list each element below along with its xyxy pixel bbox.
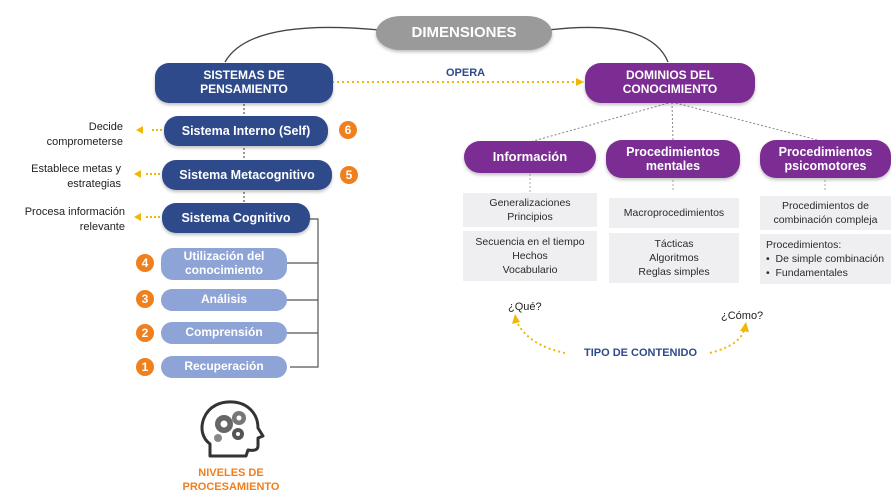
box-text: combinación compleja xyxy=(773,214,878,226)
box-text: Reglas simples xyxy=(638,266,710,279)
sistema-metacognitivo: Sistema Metacognitivo xyxy=(162,160,332,190)
domain-psicomotores-line2: psicomotores xyxy=(784,159,867,173)
sistema-interno: Sistema Interno (Self) xyxy=(164,116,328,146)
side-interno-line2: comprometerse xyxy=(46,135,123,148)
domain-procedimientos-mentales: Procedimientos mentales xyxy=(606,140,740,178)
side-text-interno: Decide comprometerse xyxy=(20,120,123,150)
dominios-header: DOMINIOS DEL CONOCIMIENTO xyxy=(585,63,755,103)
como-label: ¿Cómo? xyxy=(721,310,764,322)
side-cog-line1: Procesa información xyxy=(24,206,125,218)
list-item: • Fundamentales xyxy=(766,267,848,280)
informacion-box-2: Secuencia en el tiempo Hechos Vocabulari… xyxy=(463,231,597,281)
psicomotores-box-1: Procedimientos de combinación compleja xyxy=(760,196,891,230)
sistemas-header-line1: SISTEMAS DE xyxy=(203,68,285,83)
number-badge-1: 1 xyxy=(136,358,154,376)
box-text: Tácticas xyxy=(654,237,694,250)
box-text: Algoritmos xyxy=(649,251,699,264)
nivel-comprension-label: Comprensión xyxy=(185,325,263,340)
number-badge-6: 6 xyxy=(339,121,357,139)
nivel-analisis: Análisis xyxy=(161,289,287,311)
dominios-header-line2: CONOCIMIENTO xyxy=(622,82,718,96)
sistemas-header: SISTEMAS DE PENSAMIENTO xyxy=(155,63,333,103)
box-text: Hechos xyxy=(512,249,548,262)
box-text: Procedimientos: xyxy=(766,238,842,251)
dimensiones-label: DIMENSIONES xyxy=(411,24,517,42)
nivel-utilizacion: Utilización del conocimiento xyxy=(161,248,287,280)
nivel-recuperacion: Recuperación xyxy=(161,356,287,378)
domain-informacion: Información xyxy=(464,141,596,173)
domain-mentales-line2: mentales xyxy=(645,159,701,173)
box-text: Vocabulario xyxy=(502,264,558,277)
nivel-utilizacion-line1: Utilización del xyxy=(183,249,265,264)
side-cog-line2: relevante xyxy=(79,220,125,233)
curve-to-sistemas xyxy=(224,26,381,63)
niveles-procesamiento-label: NIVELES DE PROCESAMIENTO xyxy=(176,466,286,495)
mentales-box-1: Macroprocedimientos xyxy=(609,198,739,228)
domain-procedimientos-psicomotores: Procedimientos psicomotores xyxy=(760,140,891,178)
dominios-header-line1: DOMINIOS DEL xyxy=(625,68,714,83)
niveles-line1: NIVELES DE xyxy=(198,467,264,479)
number-badge-4: 4 xyxy=(136,254,154,272)
nivel-recuperacion-label: Recuperación xyxy=(184,359,264,374)
sistema-cognitivo-label: Sistema Cognitivo xyxy=(181,210,291,225)
sistema-interno-label: Sistema Interno (Self) xyxy=(181,123,311,138)
list-item-text: Fundamentales xyxy=(775,267,848,280)
nivel-utilizacion-line2: conocimiento xyxy=(184,263,263,277)
number-badge-2: 2 xyxy=(136,324,154,342)
side-meta-line1: Establece metas y xyxy=(31,163,121,175)
niveles-line2: PROCESAMIENTO xyxy=(182,481,280,494)
head-gears-icon xyxy=(200,400,265,458)
sistema-cognitivo: Sistema Cognitivo xyxy=(162,203,310,233)
box-text: Macroprocedimientos xyxy=(623,206,725,219)
domain-informacion-label: Información xyxy=(492,148,568,164)
dimensiones-node: DIMENSIONES xyxy=(376,16,552,50)
number-badge-3: 3 xyxy=(136,290,154,308)
box-text: Procedimientos de xyxy=(782,199,869,212)
sistemas-header-line2: PENSAMIENTO xyxy=(200,82,288,96)
domain-psicomotores-line1: Procedimientos xyxy=(778,144,873,159)
tipo-contenido-label: TIPO DE CONTENIDO xyxy=(583,347,698,359)
nivel-analisis-label: Análisis xyxy=(200,292,248,307)
list-item-text: De simple combinación xyxy=(775,252,885,265)
box-text: Secuencia en el tiempo xyxy=(475,235,585,248)
domain-mentales-line1: Procedimientos xyxy=(626,144,720,159)
mentales-box-2: Tácticas Algoritmos Reglas simples xyxy=(609,233,739,283)
curve-to-dominios xyxy=(547,26,669,63)
side-text-metacognitivo: Establece metas y estrategias xyxy=(10,162,121,192)
box-text: Generalizaciones xyxy=(489,196,571,209)
side-interno-line1: Decide xyxy=(88,121,123,133)
que-label: ¿Qué? xyxy=(508,301,542,313)
opera-label: OPERA xyxy=(446,67,486,79)
sistema-metacognitivo-label: Sistema Metacognitivo xyxy=(179,167,315,182)
psicomotores-box-2: Procedimientos: • De simple combinación … xyxy=(760,234,891,284)
box-text: Principios xyxy=(507,211,553,223)
nivel-comprension: Comprensión xyxy=(161,322,287,344)
number-badge-5: 5 xyxy=(340,166,358,184)
side-meta-line2: estrategias xyxy=(67,177,121,190)
side-text-cognitivo: Procesa información relevante xyxy=(5,205,125,235)
list-item: • De simple combinación xyxy=(766,252,885,265)
informacion-box-1: Generalizaciones Principios xyxy=(463,193,597,227)
